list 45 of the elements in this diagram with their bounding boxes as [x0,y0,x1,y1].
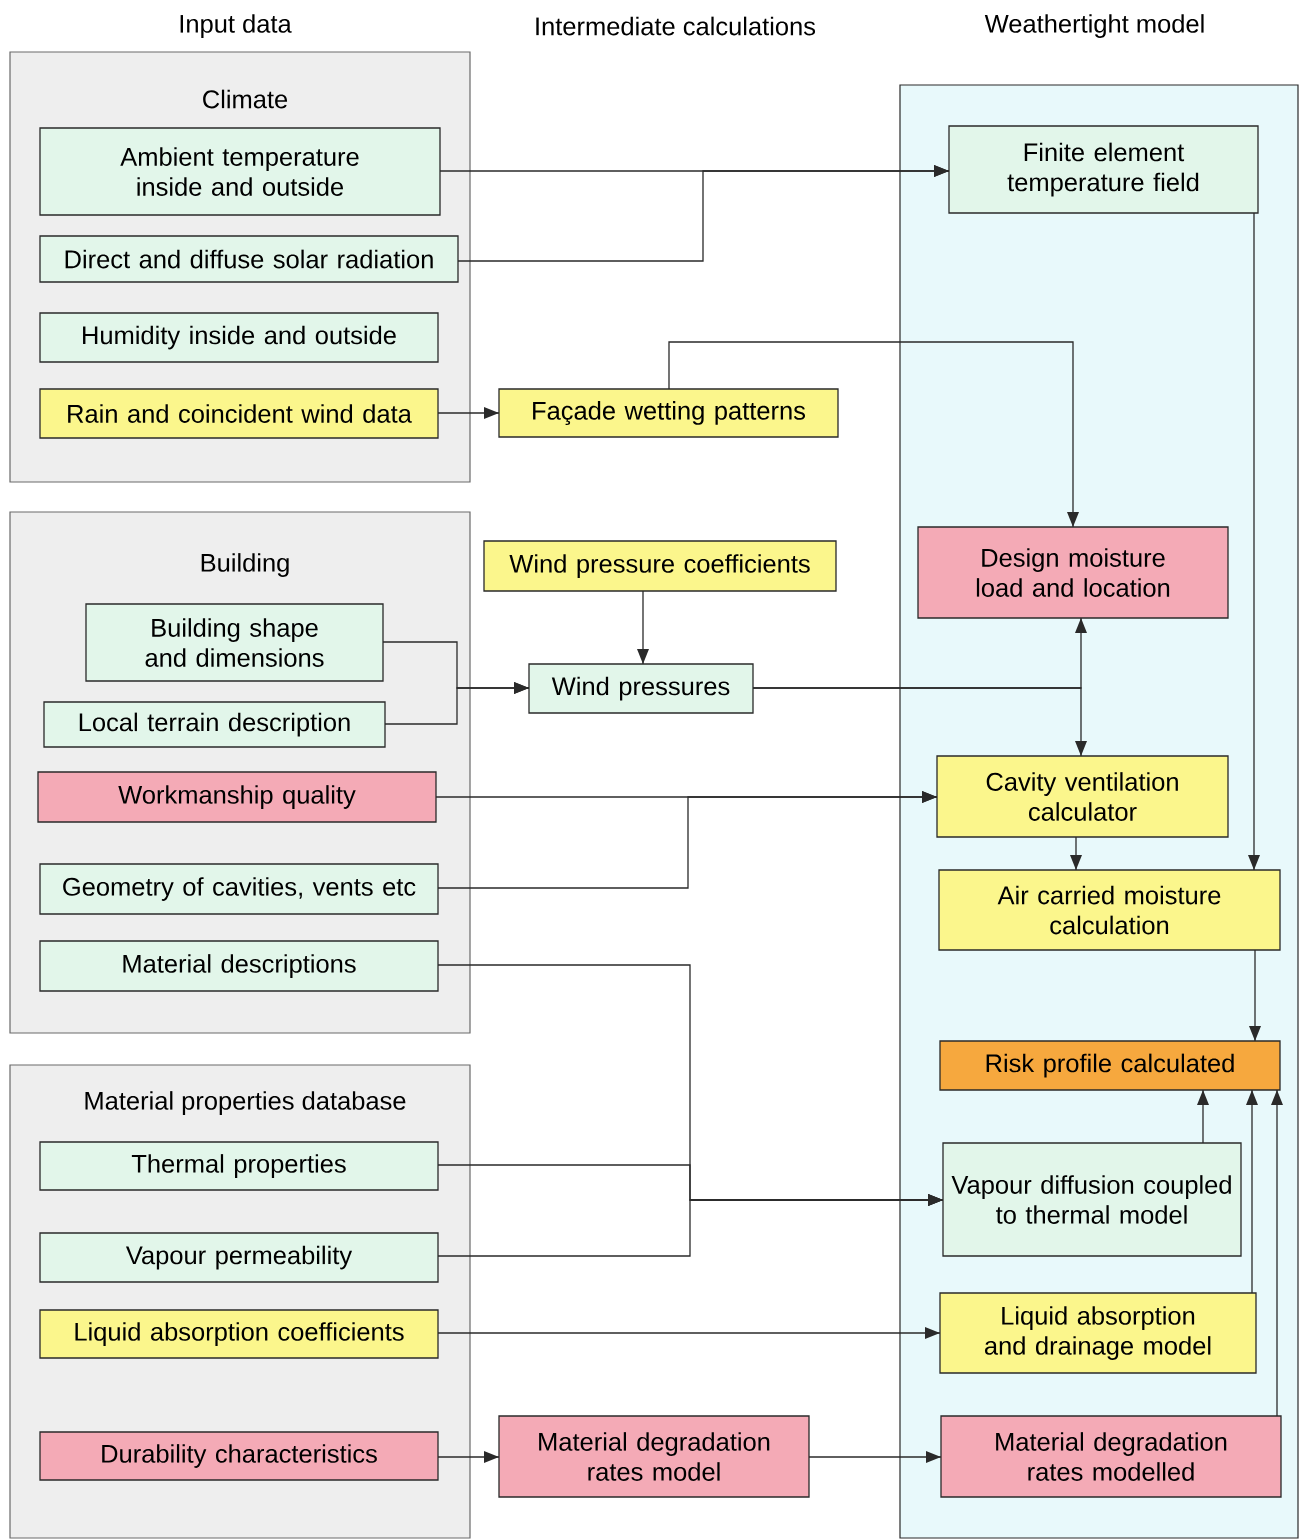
arrow [437,1327,941,1339]
arrow [1246,1089,1258,1294]
arrow [1248,212,1260,871]
arrow [1271,1089,1283,1417]
process-box: Ambient temperature inside and outside [39,127,441,216]
arrow [808,1451,942,1463]
process-box: Liquid absorption coefficients [39,1309,439,1359]
process-box: Humidity inside and outside [39,312,439,363]
process-box: Vapour permeability [39,1232,439,1283]
arrow [1249,949,1261,1042]
arrow [1070,836,1082,871]
arrow [1197,1089,1209,1144]
arrow [637,590,649,665]
process-box: Design moisture load and location [917,526,1229,619]
node-label: Weathertight model [984,14,1204,38]
process-box: Durability characteristics [39,1431,439,1481]
process-box: Material degradation rates model [498,1415,810,1498]
process-box: Façade wetting patterns [498,388,839,438]
column-heading: Intermediate calculations [536,16,816,36]
process-box: Local terrain description [43,701,386,748]
arrow [752,687,1087,757]
process-box: Finite element temperature field [948,125,1259,214]
process-box: Wind pressure coefficients [483,540,837,592]
arrow [457,165,950,262]
column-heading: Input data [180,14,292,38]
arrow [668,341,1079,528]
arrow [437,791,938,889]
arrow [437,1194,944,1257]
process-box: Material descriptions [39,940,439,992]
arrow [437,407,500,419]
process-box: Risk profile calculated [939,1040,1281,1091]
process-box: Cavity ventilation calculator [936,755,1229,838]
process-box: Thermal properties [39,1141,439,1191]
process-box: Rain and coincident wind data [39,388,439,439]
process-box: Air carried moisture calculation [938,869,1281,951]
process-box: Direct and diffuse solar radiation [39,235,459,283]
arrow [437,1451,500,1463]
process-box: Material degradation rates modelled [940,1415,1282,1498]
arrow [384,682,530,725]
process-box: Building shape and dimensions [85,603,384,682]
process-box: Vapour diffusion coupled to thermal model [942,1142,1242,1257]
process-box: Wind pressures [528,663,754,714]
process-box: Geometry of cavities, vents etc [39,863,439,915]
process-box: Liquid absorption and drainage model [939,1292,1257,1374]
process-box: Workmanship quality [37,771,437,823]
